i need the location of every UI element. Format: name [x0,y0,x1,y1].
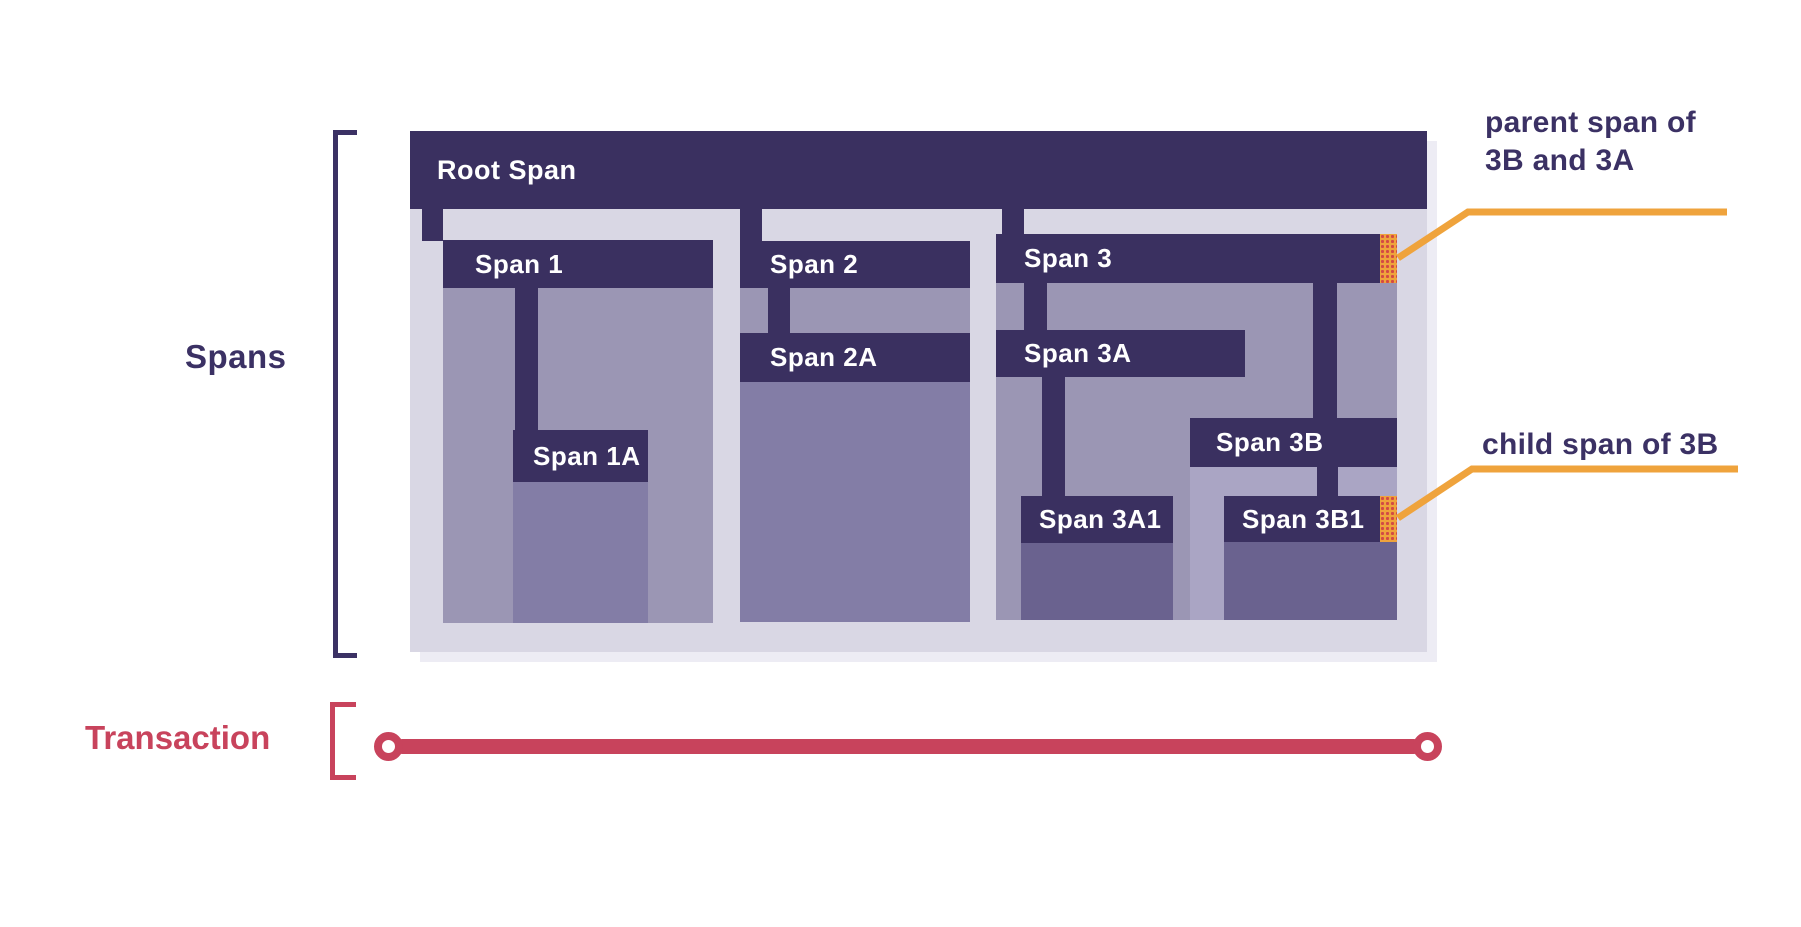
parent-annotation-line1: parent span of [1485,106,1696,139]
transaction-start-dot [374,732,403,761]
transaction-end-dot [1413,732,1442,761]
span2a-label: Span 2A [770,342,878,372]
spans-label: Spans [185,338,287,375]
span1-label: Span 1 [475,248,564,279]
connector-root-to-span1 [422,208,443,241]
span2a-duration-fill [740,382,970,622]
span3b-bar: Span 3B [1190,418,1397,467]
connector-span3-to-span3a [1024,283,1047,330]
connector-span3a-to-span3a1 [1042,377,1065,496]
span3a1-bar: Span 3A1 [1021,496,1173,543]
span3b1-bar: Span 3B1 [1224,496,1380,542]
span2-label: Span 2 [770,249,859,279]
span3b1-duration-fill [1224,542,1397,620]
connector-span3b-to-span3b1 [1317,467,1338,496]
connector-span1-to-span1a [515,288,538,431]
parent-annotation: parent span of 3B and 3A [1485,104,1696,180]
connector-root-to-span2 [740,208,762,242]
transaction-label: Transaction [85,719,271,756]
span3a-bar: Span 3A [996,330,1245,377]
parent-annotation-line2: 3B and 3A [1485,144,1635,177]
connector-span3-to-span3b [1313,283,1337,420]
child-span-marker [1380,496,1397,542]
span3a1-label: Span 3A1 [1039,504,1162,534]
span3-bar: Span 3 [996,234,1380,283]
root-span-bar: Root Span [410,131,1427,209]
transaction-bracket [330,702,356,780]
span1a-label: Span 1A [533,440,641,471]
root-span-label: Root Span [437,154,577,185]
span2-bar: Span 2 [740,241,970,288]
span3-label: Span 3 [1024,243,1113,273]
span3a-label: Span 3A [1024,338,1132,368]
child-annotation: child span of 3B [1482,428,1719,461]
span3a1-duration-fill [1021,543,1173,620]
child-callout-line [1396,465,1738,521]
connector-span2-to-span2a [768,288,790,333]
spans-bracket [333,130,357,658]
span1-bar: Span 1 [443,240,713,288]
span1a-bar: Span 1A [513,430,648,482]
span1a-duration-fill [513,482,648,623]
parent-callout-line [1396,208,1727,261]
parent-span-marker [1380,234,1397,283]
span3b1-label: Span 3B1 [1242,503,1365,534]
span2a-bar: Span 2A [740,333,970,382]
transaction-timeline [400,739,1416,754]
span3b-label: Span 3B [1216,427,1324,457]
connector-root-to-span3 [1002,208,1024,235]
